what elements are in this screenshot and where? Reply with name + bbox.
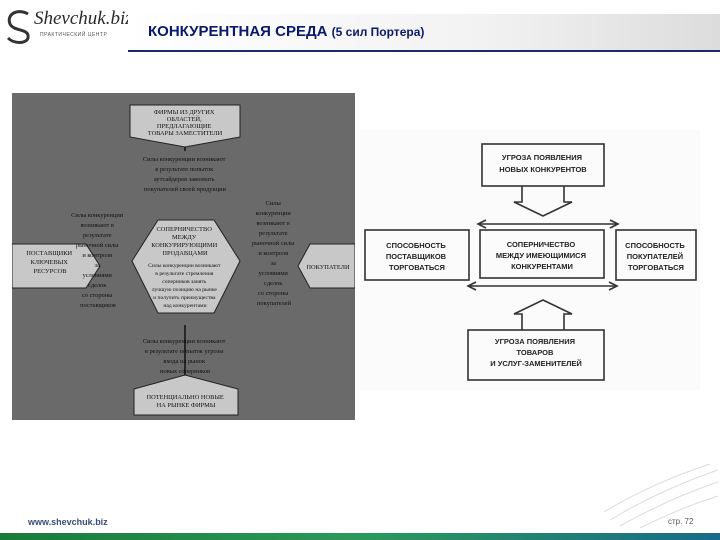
bottom-up-arrow bbox=[514, 300, 572, 330]
slide-header: Shevchuk.biz ПРАКТИЧЕСКИЙ ЦЕНТР КОНКУРЕН… bbox=[0, 0, 720, 52]
top-force-text: Силы конкуренции возникают в результате … bbox=[143, 156, 227, 193]
footer-url[interactable]: www.shevchuk.biz bbox=[28, 517, 108, 527]
porter-diagram-right-scan: УГРОЗА ПОЯВЛЕНИЯ НОВЫХ КОНКУРЕНТОВ СПОСО… bbox=[360, 130, 700, 390]
page-title: КОНКУРЕНТНАЯ СРЕДА (5 сил Портера) bbox=[148, 23, 424, 40]
decorative-pen-lines bbox=[600, 460, 720, 530]
left-force-label: СПОСОБНОСТЬ ПОСТАВЩИКОВ ТОРГОВАТЬСЯ bbox=[386, 241, 448, 272]
top-force-label: УГРОЗА ПОЯВЛЕНИЯ НОВЫХ КОНКУРЕНТОВ bbox=[499, 153, 587, 174]
title-subtitle: (5 сил Портера) bbox=[332, 25, 425, 39]
right-force-text: Силы конкуренции возникают в результате … bbox=[252, 200, 296, 307]
footer-stripe bbox=[0, 533, 720, 540]
top-box-label: ФИРМЫ ИЗ ДРУГИХ ОБЛАСТЕЙ, ПРЕДЛАГАЮЩИЕ Т… bbox=[148, 109, 223, 137]
logo: Shevchuk.biz ПРАКТИЧЕСКИЙ ЦЕНТР bbox=[4, 6, 124, 46]
logo-text: Shevchuk.biz bbox=[34, 8, 133, 30]
center-force-label: СОПЕРНИЧЕСТВО МЕЖДУ ИМЕЮЩИМИСЯ КОНКУРЕНТ… bbox=[496, 240, 588, 271]
porter-diagram-right: УГРОЗА ПОЯВЛЕНИЯ НОВЫХ КОНКУРЕНТОВ СПОСО… bbox=[360, 130, 700, 390]
title-text: КОНКУРЕНТНАЯ СРЕДА bbox=[148, 23, 328, 40]
right-box-label: ПОКУПАТЕЛИ bbox=[306, 264, 350, 271]
top-down-arrow bbox=[514, 186, 572, 216]
logo-swirl-icon bbox=[4, 8, 36, 44]
porter-diagram-left: ФИРМЫ ИЗ ДРУГИХ ОБЛАСТЕЙ, ПРЕДЛАГАЮЩИЕ Т… bbox=[12, 93, 355, 420]
porter-diagram-scan: ФИРМЫ ИЗ ДРУГИХ ОБЛАСТЕЙ, ПРЕДЛАГАЮЩИЕ Т… bbox=[12, 93, 355, 420]
bottom-box-label: ПОТЕНЦИАЛЬНО НОВЫЕ НА РЫНКЕ ФИРМЫ bbox=[147, 394, 226, 409]
logo-tagline: ПРАКТИЧЕСКИЙ ЦЕНТР bbox=[40, 32, 107, 38]
page-number: стр. 72 bbox=[668, 517, 693, 526]
title-underline bbox=[128, 50, 720, 52]
bottom-force-label: УГРОЗА ПОЯВЛЕНИЯ ТОВАРОВ И УСЛУГ-ЗАМЕНИТ… bbox=[490, 337, 581, 368]
right-force-label: СПОСОБНОСТЬ ПОКУПАТЕЛЕЙ ТОРГОВАТЬСЯ bbox=[625, 241, 687, 272]
title-bar: КОНКУРЕНТНАЯ СРЕДА (5 сил Портера) bbox=[128, 14, 720, 50]
